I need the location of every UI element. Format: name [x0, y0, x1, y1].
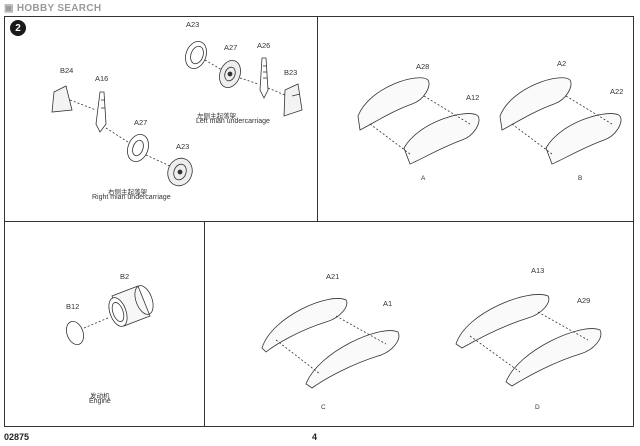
left-wheel-hub-drawing — [185, 41, 241, 88]
part-label: A12 — [466, 93, 480, 102]
part-label: A29 — [577, 296, 591, 305]
part-label: A23 — [186, 20, 200, 29]
part-label: A1 — [383, 299, 393, 308]
watermark-logo: ▣ HOBBY SEARCH — [4, 3, 101, 14]
fairing-b-drawing — [499, 77, 622, 165]
part-label: A22 — [610, 87, 624, 96]
part-label: B12 — [66, 302, 80, 311]
right-wheel-drawing — [127, 134, 193, 187]
fairing-a-drawing — [357, 77, 480, 165]
left-undercarriage-caption-en: Left mian undercarriage — [196, 118, 270, 125]
part-label: A26 — [257, 41, 271, 50]
panel-bottom-right — [204, 221, 634, 427]
part-label: A23 — [176, 142, 190, 151]
step-number-badge: 2 — [10, 20, 26, 36]
sub-assembly-label-a: A — [421, 175, 426, 182]
part-label: A28 — [416, 62, 430, 71]
sub-assembly-label-b: B — [578, 175, 583, 182]
part-label: B2 — [120, 272, 130, 281]
product-code: 02875 — [4, 432, 30, 442]
part-label: B23 — [284, 68, 298, 77]
right-door-drawing — [51, 85, 73, 113]
camera-icon: ▣ — [4, 3, 17, 14]
part-label: A2 — [557, 59, 567, 68]
right-undercarriage-caption-cn: 右侧主起落架 — [108, 189, 147, 196]
sub-assembly-label-c: C — [321, 404, 326, 411]
fairing-d-drawing — [455, 294, 602, 387]
part-label: A21 — [326, 272, 340, 281]
engine-drawing — [66, 285, 154, 346]
left-undercarriage-caption-cn: 左侧主起落架 — [197, 113, 236, 120]
part-label: A27 — [224, 43, 238, 52]
right-strut-drawing — [95, 91, 107, 133]
left-dashed-lines — [204, 59, 286, 96]
engine-caption-cn: 发动机 — [90, 393, 110, 400]
right-undercarriage-caption-en: Right mian undercarriage — [92, 194, 171, 201]
part-label: A16 — [95, 74, 109, 83]
part-label: A27 — [134, 118, 148, 127]
right-dashed-lines — [69, 99, 171, 167]
engine-caption-en: Engine — [89, 398, 111, 405]
left-door-drawing — [283, 83, 303, 117]
left-strut-drawing — [259, 57, 269, 99]
part-label: A13 — [531, 266, 545, 275]
part-label: B24 — [60, 66, 74, 75]
sub-assembly-label-d: D — [535, 404, 540, 411]
fairing-c-drawing — [261, 298, 400, 389]
watermark-text: HOBBY SEARCH — [16, 3, 102, 14]
page-number: 4 — [312, 432, 318, 442]
